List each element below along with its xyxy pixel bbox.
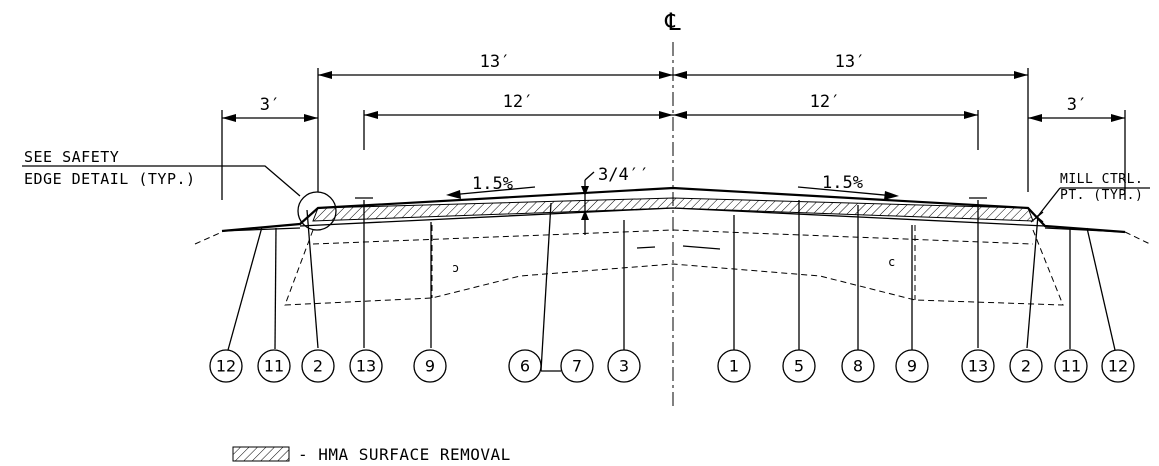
- callout-2-left: 2: [301, 349, 335, 383]
- callout-label: 6: [520, 357, 530, 376]
- small-mark-right: c: [888, 255, 896, 269]
- callout-label: 1: [729, 357, 739, 376]
- callout-6: 6: [508, 349, 542, 383]
- callout-9-left: 9: [413, 349, 447, 383]
- small-mark-left: ɔ: [452, 261, 460, 275]
- callout-label: 3: [619, 357, 629, 376]
- callout-label: 9: [907, 357, 917, 376]
- dimension-labels: 13′ 13′ 12′ 12′ 3′ 3′: [260, 52, 1087, 115]
- thickness-label: 3/4′′: [598, 165, 649, 185]
- callout-label: 7: [572, 357, 582, 376]
- mill-ctrl-line2: PT. (TYP.): [1060, 188, 1143, 203]
- dim-12-left: 12′: [503, 92, 534, 112]
- legend-hatch-swatch: [232, 446, 290, 462]
- dim-3-left: 3′: [260, 95, 280, 115]
- legend: - HMA SURFACE REMOVAL: [232, 445, 511, 464]
- centerline-symbol: ℄: [664, 8, 681, 36]
- callout-12-left: 12: [209, 349, 243, 383]
- slope-left: 1.5%: [446, 174, 536, 199]
- slope-right: 1.5%: [797, 173, 899, 200]
- dim-13-left: 13′: [480, 52, 511, 72]
- callout-circles: 12 11 2 13 9 6 7 3: [209, 349, 1135, 383]
- callout-label: 11: [1061, 357, 1081, 376]
- thickness-indicator: 3/4′′: [581, 165, 649, 235]
- callout-label: 11: [264, 357, 284, 376]
- callout-11-left: 11: [257, 349, 291, 383]
- dimension-lines: [221, 68, 1126, 200]
- callout-label: 2: [313, 357, 323, 376]
- callout-13-left: 13: [349, 349, 383, 383]
- callout-label: 9: [425, 357, 435, 376]
- callout-3: 3: [607, 349, 641, 383]
- callout-11-right: 11: [1054, 349, 1088, 383]
- mill-ctrl-line1: MILL CTRL.: [1060, 172, 1143, 187]
- dim-3-right: 3′: [1067, 95, 1087, 115]
- safety-edge-line2: EDGE DETAIL (TYP.): [24, 170, 196, 188]
- callout-8: 8: [841, 349, 875, 383]
- callout-2-right: 2: [1009, 349, 1043, 383]
- safety-edge-line1: SEE SAFETY: [24, 148, 119, 166]
- callout-label: 13: [968, 357, 988, 376]
- callout-13-right: 13: [961, 349, 995, 383]
- dim-13-right: 13′: [835, 52, 866, 72]
- callout-label: 5: [794, 357, 804, 376]
- callout-label: 2: [1021, 357, 1031, 376]
- safety-edge-note: SEE SAFETY EDGE DETAIL (TYP.): [22, 148, 337, 231]
- callout-label: 8: [853, 357, 863, 376]
- centerline: ℄: [664, 8, 681, 410]
- callout-1: 1: [717, 349, 751, 383]
- callout-label: 12: [1108, 357, 1128, 376]
- dim-12-right: 12′: [810, 92, 841, 112]
- callout-label: 12: [216, 357, 236, 376]
- callout-12-right: 12: [1101, 349, 1135, 383]
- slope-right-label: 1.5%: [822, 173, 863, 193]
- callout-9-right: 9: [895, 349, 929, 383]
- legend-label: - HMA SURFACE REMOVAL: [298, 445, 511, 464]
- callout-label: 13: [356, 357, 376, 376]
- leader-lines: [227, 200, 1116, 372]
- slope-left-label: 1.5%: [472, 174, 513, 194]
- callout-7: 7: [560, 349, 594, 383]
- callout-5: 5: [782, 349, 816, 383]
- pavement-section: ɔ c: [194, 186, 1151, 306]
- mill-ctrl-note: MILL CTRL. PT. (TYP.): [1030, 172, 1150, 223]
